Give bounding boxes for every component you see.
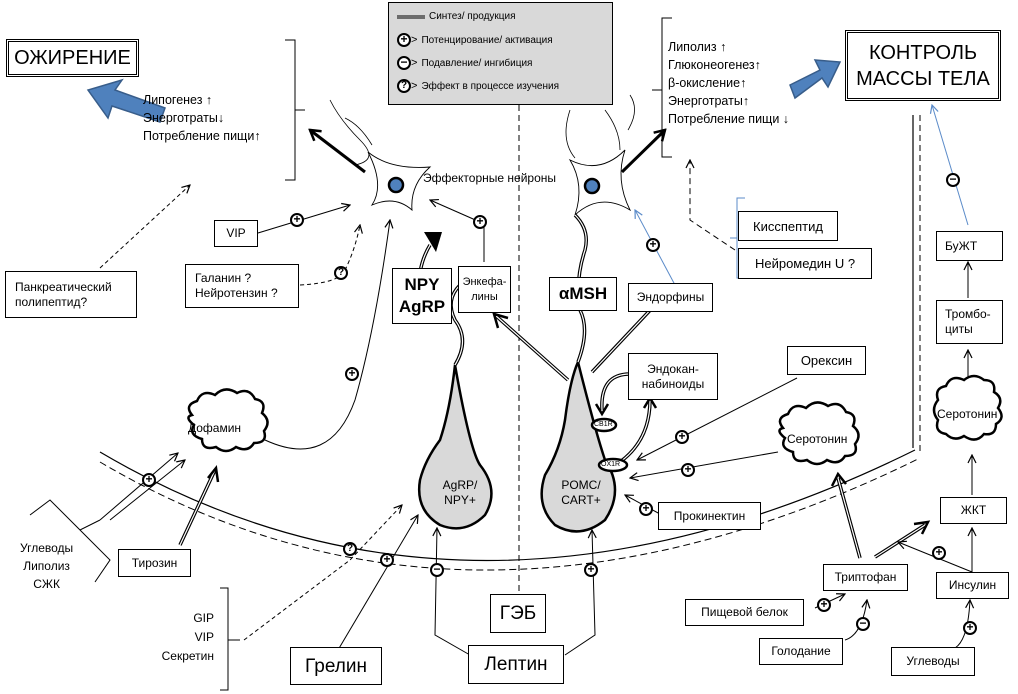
- neuromedin-box: Нейромедин U ?: [738, 248, 872, 279]
- right-effector-neuron: [565, 94, 635, 217]
- weight-control-box: КОНТРОЛЬ МАССЫ ТЕЛА: [845, 30, 1001, 101]
- bbb-line-dashed: [99, 457, 921, 571]
- minus-circle-icon: −: [946, 173, 960, 187]
- ox1r-label: OX1R: [601, 461, 621, 468]
- amsh-box: αMSH: [549, 277, 617, 311]
- serotonin-right-cloud: [932, 374, 1003, 441]
- legend-item-inhibition: −> Подавление/ ингибиция: [397, 56, 532, 70]
- obesity-arrow-icon: [86, 78, 166, 123]
- gi-tract-box: ЖКТ: [940, 497, 1007, 524]
- plus-circle-icon: +: [397, 33, 411, 47]
- gut-hormones-bracket: [220, 587, 240, 691]
- question-circle-icon: ?: [334, 266, 348, 280]
- galanin-box: Галанин ? Нейротензин ?: [185, 264, 299, 308]
- question-circle-icon: ?: [343, 542, 357, 556]
- bbb-line-solid: [99, 449, 916, 562]
- left-effector-neuron: [329, 99, 432, 212]
- control-effects-list: Липолиз ↑ Глюконеогенез↑ β-окисление↑ Эн…: [668, 40, 790, 126]
- to-obesity-effects-arrow: [310, 130, 366, 174]
- plus-circle-icon: +: [142, 473, 156, 487]
- left-bracket: [285, 39, 305, 181]
- effector-neurons-label: Эффекторные нейроны: [423, 171, 557, 185]
- serotonin-center-cloud: [778, 401, 860, 466]
- plus-circle-icon: +: [932, 546, 946, 560]
- insulin-box: Инсулин: [936, 572, 1009, 599]
- serotonin-center-label: Серотонин: [787, 432, 848, 446]
- agrp-neuron: [417, 364, 493, 530]
- plus-circle-icon: +: [675, 430, 689, 444]
- plus-circle-icon: +: [290, 213, 304, 227]
- endocannabinoids-box: Эндокан- набиноиды: [628, 353, 718, 400]
- plus-circle-icon: +: [345, 367, 359, 381]
- obesity-box: ОЖИРЕНИЕ: [6, 39, 139, 77]
- plus-circle-icon: +: [473, 215, 487, 229]
- enkephalins-box: Энкефа- лины: [458, 266, 511, 313]
- plus-circle-icon: +: [584, 563, 598, 577]
- to-control-effects-arrow: [620, 130, 665, 174]
- minus-circle-icon: −: [430, 563, 444, 577]
- pomc-neuron-label: POMC/ CART+: [561, 478, 601, 507]
- platelets-box: Тромбо- циты: [936, 300, 1003, 344]
- dopamine-label: Дофамин: [188, 421, 242, 435]
- vip-box: VIP: [214, 220, 258, 247]
- left-inputs-bracket: [29, 499, 111, 583]
- gut-5ht-box: БуЖТ: [936, 231, 1003, 261]
- plus-circle-icon: +: [681, 463, 695, 477]
- tryptophan-box: Триптофан: [823, 564, 908, 591]
- nucleus-icon: [583, 177, 601, 195]
- cb1r-label: CB1R: [594, 421, 613, 428]
- legend-item-under-study: ?> Эффект в процессе изучения: [397, 79, 559, 93]
- obesity-effects-list: Липогенез ↑ Энерготраты↓ Потребление пищ…: [143, 93, 261, 143]
- left-inputs-list: Углеводы Липолиз СЖК: [20, 541, 74, 591]
- carbs-right-box: Углеводы: [891, 647, 975, 676]
- kisspeptin-box: Кисспептид: [738, 211, 838, 241]
- plus-circle-icon: +: [817, 598, 831, 612]
- question-circle-icon: ?: [397, 79, 411, 93]
- ox1r-receptor: [597, 457, 629, 473]
- orexin-box: Орексин: [787, 346, 866, 375]
- leptin-box: Лептин: [468, 645, 564, 684]
- legend-item-synthesis: Синтез/ продукция: [397, 11, 516, 22]
- fasting-box: Голодание: [759, 638, 843, 665]
- control-arrow-icon: [789, 59, 842, 100]
- minus-circle-icon: −: [397, 56, 411, 70]
- dietary-protein-box: Пищевой белок: [685, 599, 804, 626]
- plus-circle-icon: +: [639, 502, 653, 516]
- cb1r-receptor: [590, 417, 618, 433]
- agrp-neuron-label: AgRP/ NPY+: [442, 478, 478, 507]
- nucleus-icon: [387, 176, 405, 194]
- dopamine-cloud: [187, 388, 269, 453]
- serotonin-right-label: Серотонин: [937, 407, 998, 421]
- plus-circle-icon: +: [963, 621, 977, 635]
- legend: Синтез/ продукция +> Потенцирование/ акт…: [388, 2, 613, 105]
- gut-hormones-list: GIP VIP Секретин: [161, 611, 214, 663]
- right-bracket: [652, 17, 672, 158]
- prokineticin-box: Прокинектин: [658, 502, 761, 530]
- npy-agrp-box: NPY AgRP: [392, 268, 452, 324]
- endorphins-box: Эндорфины: [628, 283, 713, 312]
- pancreatic-polypeptide-box: Панкреатический полипептид?: [5, 271, 137, 318]
- ghrelin-box: Грелин: [290, 647, 382, 685]
- bbb-box: ГЭБ: [490, 594, 546, 633]
- pomc-neuron: [540, 358, 617, 533]
- minus-circle-icon: −: [856, 617, 870, 631]
- double-line-icon: [397, 15, 425, 18]
- tyrosine-box: Тирозин: [118, 549, 191, 577]
- plus-circle-icon: +: [646, 238, 660, 252]
- plus-circle-icon: +: [380, 553, 394, 567]
- legend-item-activation: +> Потенцирование/ активация: [397, 33, 553, 47]
